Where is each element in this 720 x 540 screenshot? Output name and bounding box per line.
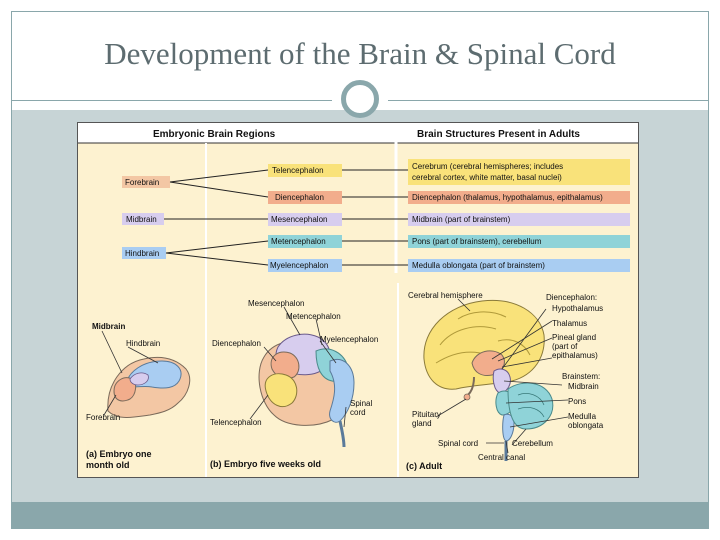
embryo-one-month-illustration [107,356,191,418]
panel-c-medulla-line2: oblongata [568,421,604,430]
panel-c-central-canal: Central canal [478,453,525,462]
midbrain-box [122,213,164,225]
panel-b-caption: (b) Embryo five weeks old [210,459,321,469]
bottom-bar [12,502,708,528]
panel-a-midbrain: Midbrain [92,322,125,331]
slide-title: Development of the Brain & Spinal Cord [104,36,616,71]
mesencephalon-label: Mesencephalon [271,215,327,224]
panel-c-pituitary-line1: Pituitary [412,410,441,419]
hindbrain-box [122,247,166,259]
medulla-box [408,259,630,272]
pons-label: Pons (part of brainstem), cerebellum [412,237,542,246]
circle-ornament-icon [341,80,379,118]
myelencephalon-label: Myelencephalon [270,261,328,270]
diencephalon-label: Diencephalon [275,193,324,202]
panel-b-spinal-line1: Spinal [350,399,372,408]
adult-brain-illustration [423,299,554,461]
panel-c-spinal-cord: Spinal cord [438,439,478,448]
panel-c-pituitary-line2: gland [412,419,432,428]
panel-b-leaders [249,306,347,428]
panel-b-mesencephalon: Mesencephalon [248,299,304,308]
telencephalon-box [268,164,342,177]
panel-a-hindbrain: Hindbrain [126,339,160,348]
panel-b-myelencephalon: Myelencephalon [320,335,378,344]
telencephalon-label: Telencephalon [272,166,324,175]
header-adult: Brain Structures Present in Adults [417,129,580,140]
panel-c-thalamus: Thalamus [552,319,587,328]
cerebrum-label-line1: Cerebrum (cerebral hemispheres; includes [412,162,563,171]
panel-c-cerebellum: Cerebellum [512,439,553,448]
panel-c-midbrain: Midbrain [568,382,599,391]
panel-c-pineal-line3: epithalamus) [552,351,598,360]
brain-development-figure: Embryonic Brain Regions Brain Structures… [77,122,639,478]
medulla-label: Medulla oblongata (part of brainstem) [412,261,545,270]
cerebrum-label-line2: cerebral cortex, white matter, basal nuc… [412,173,562,182]
panel-a-caption-line2: month old [86,460,130,470]
forebrain-label: Forebrain [125,178,159,187]
panel-b-metencephalon: Metencephalon [286,312,341,321]
panel-c-pineal-line1: Pineal gland [552,333,596,342]
panel-c-cerebral-hemisphere: Cerebral hemisphere [408,291,483,300]
hindbrain-label: Hindbrain [125,249,159,258]
panel-b-telencephalon: Telencephalon [210,418,262,427]
panel-c-medulla-line1: Medulla [568,412,597,421]
mesencephalon-box [268,213,342,226]
panel-c-diencephalon: Diencephalon: [546,293,597,302]
metencephalon-box [268,235,342,248]
brain-diagram-svg: Embryonic Brain Regions Brain Structures… [78,123,638,477]
panel-a-caption-line1: (a) Embryo one [86,449,152,459]
panel-b-diencephalon: Diencephalon [212,339,261,348]
adult-midbrain-box [408,213,630,226]
panel-c-hypothalamus: Hypothalamus [552,304,603,313]
panel-a-forebrain: Forebrain [86,413,120,422]
cerebrum-box [408,159,630,185]
panel-c-caption: (c) Adult [406,461,442,471]
panel-c-pons: Pons [568,397,586,406]
embryo-five-weeks-illustration [258,333,355,448]
embryonic-connectors [164,169,408,266]
adult-midbrain-label: Midbrain (part of brainstem) [412,215,511,224]
panel-c-pineal-line2: (part of [552,342,578,351]
forebrain-box [122,176,170,188]
metencephalon-label: Metencephalon [271,237,326,246]
pons-box [408,235,630,248]
header-embryonic: Embryonic Brain Regions [153,129,276,140]
adult-diencephalon-box [408,191,630,204]
panel-c-leaders [435,298,569,454]
panel-a-leaders [101,330,159,416]
header-bar [78,123,638,143]
diencephalon-box [268,191,342,204]
myelencephalon-box [268,259,342,272]
panel-c-brainstem: Brainstem: [562,372,600,381]
panel-b-spinal-line2: cord [350,408,366,417]
adult-diencephalon-label: Diencephalon (thalamus, hypothalamus, ep… [412,193,603,202]
midbrain-label: Midbrain [126,215,157,224]
